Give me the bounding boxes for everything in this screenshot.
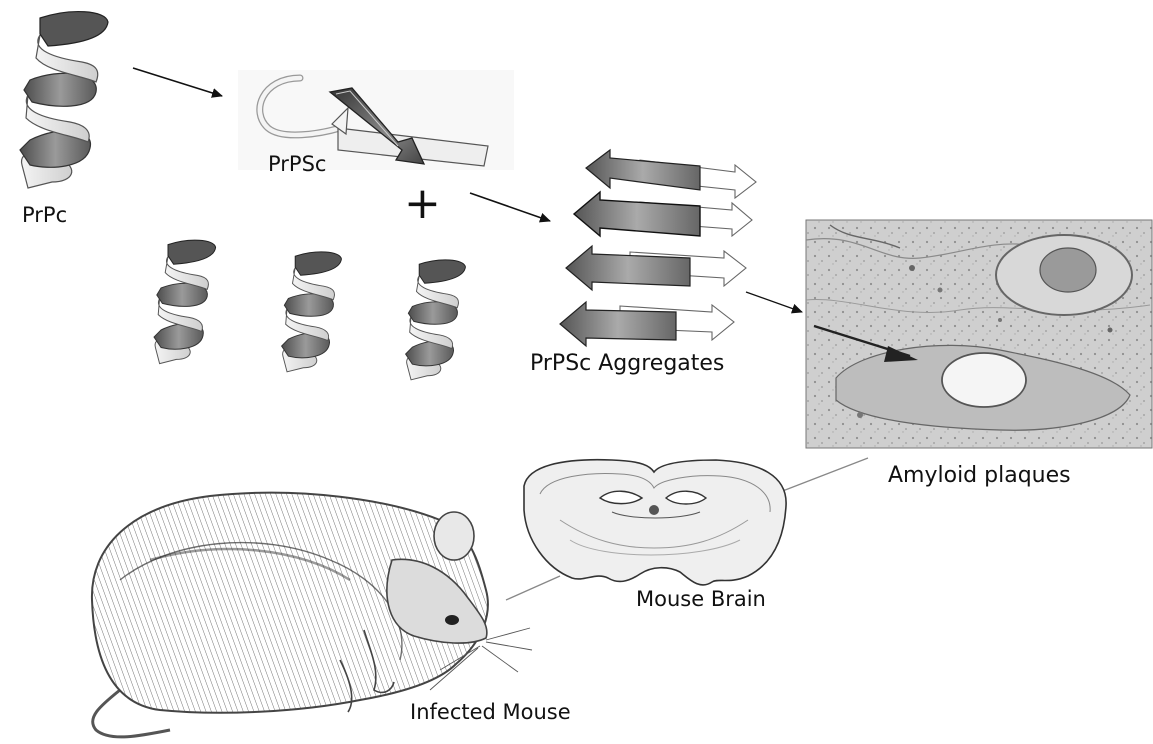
conversion-arrow (133, 68, 222, 96)
aggregate-to-plaque-arrow (746, 292, 802, 312)
plus-sign: + (404, 178, 441, 229)
mouse-brain-label: Mouse Brain (636, 587, 766, 611)
prpc-label: PrPc (22, 203, 67, 227)
prpc-helix-small-1-icon (154, 240, 216, 363)
prpc-helix-icon (20, 12, 108, 188)
infected-mouse-label: Infected Mouse (410, 700, 571, 724)
brain-to-mouse-line (506, 576, 560, 600)
amyloid-plaque-micrograph (806, 220, 1152, 448)
aggregates-label: PrPSc Aggregates (530, 351, 724, 376)
prpc-helix-small-2-icon (282, 252, 342, 372)
aggregation-arrow (470, 193, 550, 221)
amyloid-plaques-label: Amyloid plaques (888, 463, 1071, 488)
prpsc-aggregate-icon (560, 150, 756, 346)
prpsc-label: PrPSc (268, 152, 326, 176)
plaque-to-brain-line (780, 458, 868, 492)
prpc-helix-small-3-icon (406, 260, 466, 380)
mouse-brain-section-icon (524, 460, 786, 585)
